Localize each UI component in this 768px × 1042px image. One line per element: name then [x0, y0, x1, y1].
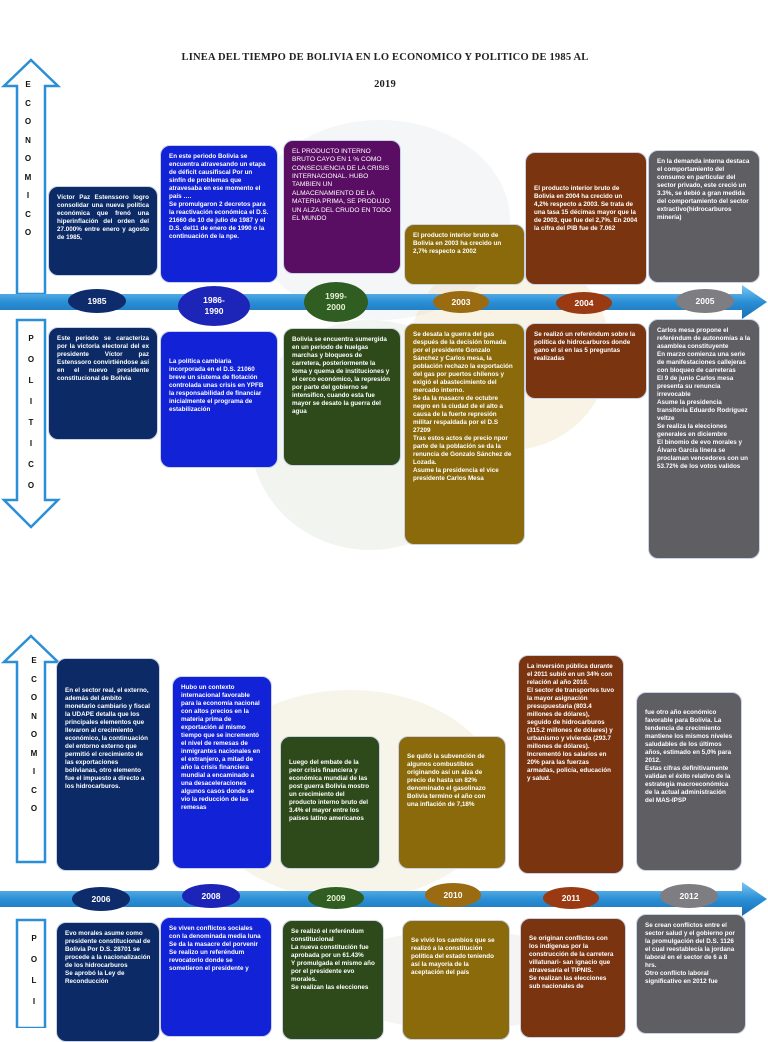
timeline-arrow-2	[0, 882, 767, 916]
economico-card-1986-1990: En este periodo Bolivia se encuentra atr…	[160, 145, 278, 283]
economico-card-1985: Víctor Paz Estenssoro logro consolidar u…	[48, 186, 158, 276]
politico-card-2011: Se originan conflictos con los indígenas…	[520, 918, 626, 1038]
politico-card-2006: Evo morales asume como presidente consti…	[56, 922, 160, 1042]
politico-card-2008: Se viven conflictos sociales con la deno…	[160, 917, 272, 1037]
economico-card-2004: El producto interior bruto de Bolivia en…	[525, 152, 647, 285]
year-pill-2003: 2003	[433, 291, 489, 313]
year-pill-2010: 2010	[425, 883, 481, 907]
year-pill-2005: 2005	[676, 289, 734, 313]
economico-card-1999-2000: EL PRODUCTO INTERNO BRUTO CAYO EN 1 % CO…	[283, 140, 401, 274]
year-pill-1999-2000: 1999- 2000	[304, 282, 368, 322]
economico-card-2011: La inversión pública durante el 2011 sub…	[518, 655, 624, 874]
economico-card-2009: Luego del embate de la peor crisis finan…	[280, 736, 380, 869]
politico-arrow-1	[0, 318, 62, 529]
economico-arrow-2	[0, 634, 62, 864]
year-pill-2009: 2009	[308, 887, 364, 909]
year-pill-2011: 2011	[543, 887, 599, 909]
economico-card-2010: Se quitó la subvención de algunos combus…	[398, 736, 506, 869]
economico-card-2012: fue otro año económico favorable para Bo…	[636, 692, 742, 871]
politico-card-2003: Se desata la guerra del gas después de l…	[404, 323, 525, 545]
economico-card-2008: Hubo un contexto internacional favorable…	[172, 676, 272, 869]
economico-card-2006: En el sector real, el externo, además de…	[56, 658, 160, 871]
timeline-arrow-1	[0, 285, 767, 319]
title-line-2: 2019	[374, 79, 396, 90]
economico-card-2005: En la demanda interna destaca el comport…	[648, 150, 760, 283]
politico-card-1985: Este periodo se caracteriza por la victo…	[48, 327, 158, 440]
politico-card-2004: Se realizó un referéndum sobre la políti…	[525, 323, 647, 399]
politico-card-2012: Se crean conflictos entre el sector salu…	[636, 914, 746, 1034]
page-title: LINEA DEL TIEMPO DE BOLIVIA EN LO ECONOM…	[150, 44, 620, 98]
politico-card-1999-2000: Bolivia se encuentra sumergida en un per…	[283, 328, 401, 466]
year-pill-2006: 2006	[72, 887, 130, 911]
politico-card-2009: Se realizó el referéndum constitucional …	[282, 920, 384, 1040]
economico-card-2003: El producto interior bruto de Bolivia en…	[404, 224, 525, 285]
politico-card-2005: Carlos mesa propone el referéndum de aut…	[648, 319, 760, 559]
politico-card-1986-1990: La política cambiaria incorporada en el …	[160, 331, 278, 468]
year-pill-1985: 1985	[68, 289, 126, 313]
year-pill-1986-1990: 1986- 1990	[178, 286, 250, 326]
politico-card-2010: Se vivió los cambios que se realizó a la…	[402, 920, 510, 1040]
year-pill-2012: 2012	[660, 884, 718, 908]
year-pill-2004: 2004	[556, 292, 612, 314]
year-pill-2008: 2008	[182, 884, 240, 908]
politico-arrow-2	[15, 918, 47, 1028]
title-line-1: LINEA DEL TIEMPO DE BOLIVIA EN LO ECONOM…	[181, 52, 589, 63]
